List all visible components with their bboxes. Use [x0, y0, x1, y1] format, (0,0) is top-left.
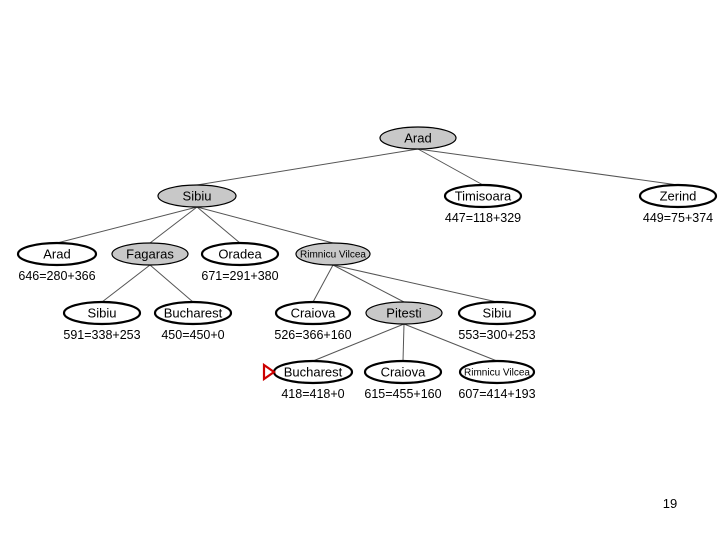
page-number: 19	[662, 496, 678, 511]
goal-marker-icon	[262, 362, 276, 382]
node-label: Rimnicu Vilcea	[464, 368, 530, 379]
node-ellipse	[363, 359, 443, 385]
node-ellipse	[111, 242, 189, 266]
node-score: 418=418+0	[281, 387, 344, 401]
node-label: Arad	[43, 247, 70, 262]
node-ellipse	[274, 300, 352, 326]
node-label: Arad	[404, 131, 431, 146]
edge-sibiu-1-to-rimnicu-1	[196, 206, 334, 244]
node-score: 615=455+160	[364, 387, 441, 401]
tree-node-rimnicu-1: Rimnicu Vilcea	[295, 242, 371, 266]
edge-arad-root-to-sibiu-1	[196, 148, 419, 186]
node-score: 646=280+366	[18, 269, 95, 283]
node-score: 591=338+253	[63, 328, 140, 342]
edge-rimnicu-1-to-sibiu-4	[332, 264, 498, 303]
node-ellipse	[153, 300, 233, 326]
tree-node-timisoara: Timisoara 447=118+329	[443, 183, 523, 225]
edge-pitesti-to-bucharest-2	[312, 323, 405, 362]
tree-node-sibiu-3: Sibiu 591=338+253	[62, 300, 142, 342]
node-label: Pitesti	[386, 306, 422, 321]
tree-edges	[56, 148, 679, 362]
tree-node-zerind: Zerind 449=75+374	[638, 183, 718, 225]
node-label: Oradea	[218, 247, 262, 262]
node-label: Craiova	[291, 306, 337, 321]
node-score: 447=118+329	[445, 211, 521, 225]
node-score: 449=75+374	[643, 211, 713, 225]
tree-node-craiova-1: Craiova 526=366+160	[274, 300, 352, 342]
tree-node-bucharest-1: Bucharest 450=450+0	[153, 300, 233, 342]
edge-sibiu-1-to-fagaras	[149, 206, 198, 244]
node-label: Bucharest	[164, 306, 223, 321]
edge-pitesti-to-craiova-2	[402, 323, 405, 362]
node-ellipse	[458, 359, 536, 385]
edge-rimnicu-1-to-craiova-1	[312, 264, 334, 303]
tree-node-sibiu-4: Sibiu 553=300+253	[457, 300, 537, 342]
node-ellipse	[157, 184, 237, 208]
node-score: 607=414+193	[458, 387, 535, 401]
edge-fagaras-to-sibiu-3	[101, 264, 151, 303]
node-score: 526=366+160	[274, 328, 351, 342]
edge-arad-root-to-zerind	[417, 148, 679, 186]
tree-node-arad-2: Arad 646=280+366	[16, 241, 98, 283]
edge-sibiu-1-to-arad-2	[56, 206, 198, 244]
node-ellipse	[379, 126, 457, 150]
node-label: Bucharest	[284, 365, 343, 380]
node-label: Zerind	[660, 189, 697, 204]
tree-node-pitesti: Pitesti	[365, 301, 443, 325]
node-label: Timisoara	[455, 189, 512, 204]
tree-node-oradea: Oradea 671=291+380	[200, 241, 280, 283]
node-ellipse	[16, 241, 98, 267]
node-ellipse	[638, 183, 718, 209]
edge-rimnicu-1-to-pitesti	[332, 264, 405, 303]
node-ellipse	[295, 242, 371, 266]
node-score: 450=450+0	[161, 328, 224, 342]
node-label: Rimnicu Vilcea	[300, 250, 366, 261]
node-ellipse	[443, 183, 523, 209]
tree-node-rimnicu-2: Rimnicu Vilcea 607=414+193	[458, 359, 536, 401]
edge-pitesti-to-rimnicu-2	[403, 323, 498, 362]
node-ellipse	[365, 301, 443, 325]
node-ellipse	[457, 300, 537, 326]
node-ellipse	[62, 300, 142, 326]
node-label: Sibiu	[483, 306, 512, 321]
tree-node-craiova-2: Craiova 615=455+160	[363, 359, 443, 401]
node-label: Fagaras	[126, 247, 174, 262]
node-label: Craiova	[381, 365, 427, 380]
tree-node-arad-root: Arad	[379, 126, 457, 150]
tree-node-sibiu-1: Sibiu	[157, 184, 237, 208]
tree-node-bucharest-2: Bucharest 418=418+0	[262, 359, 354, 401]
node-ellipse	[200, 241, 280, 267]
node-score: 553=300+253	[458, 328, 535, 342]
edge-sibiu-1-to-oradea	[196, 206, 241, 244]
edge-arad-root-to-timisoara	[417, 148, 484, 186]
node-label: Sibiu	[88, 306, 117, 321]
tree-node-fagaras: Fagaras	[111, 242, 189, 266]
node-score: 671=291+380	[201, 269, 278, 283]
node-label: Sibiu	[183, 189, 212, 204]
edge-fagaras-to-bucharest-1	[149, 264, 194, 303]
